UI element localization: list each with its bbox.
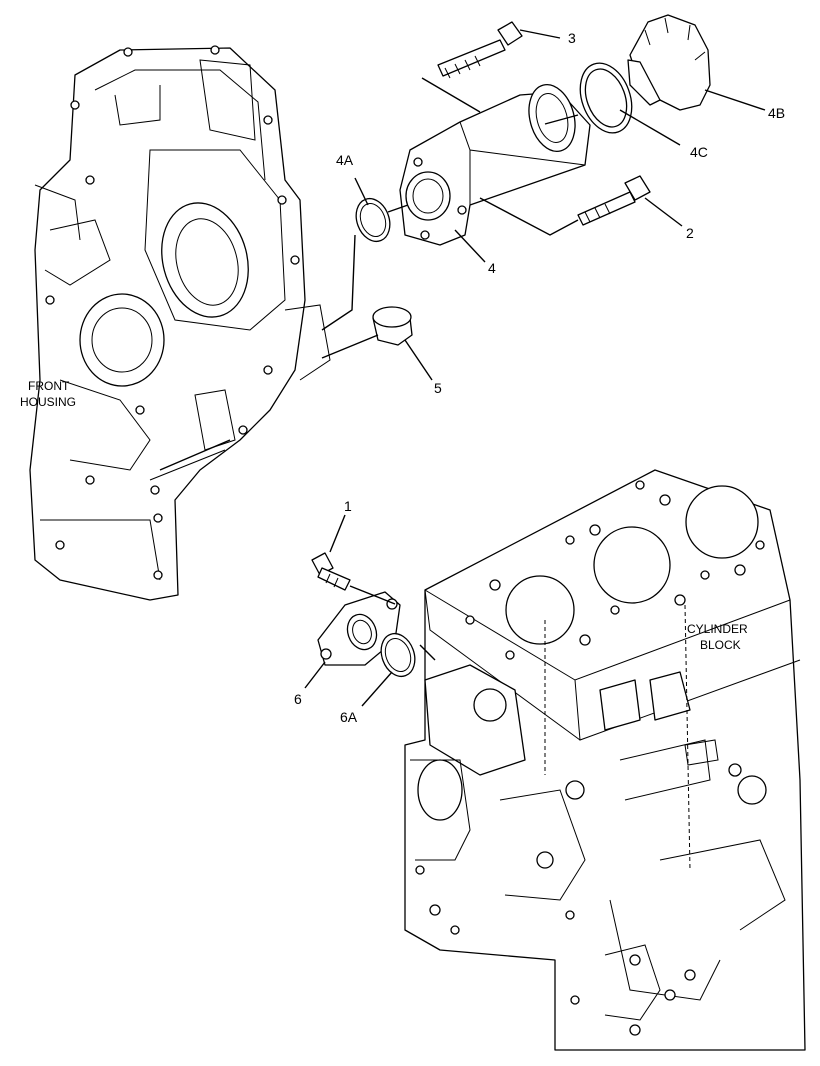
- part-2-bolt: [577, 175, 651, 226]
- callout-part-4a: 4A: [336, 152, 354, 168]
- callout-part-2: 2: [686, 225, 694, 241]
- part-5-plug: [372, 306, 413, 346]
- callout-leaders: [304, 29, 766, 707]
- assembly-lines: [159, 77, 579, 661]
- callout-part-4: 4: [488, 260, 496, 276]
- callout-part-4b: 4B: [768, 105, 785, 121]
- cylinder-block-label-line2: BLOCK: [700, 638, 741, 652]
- part-3-bolt: [437, 21, 523, 79]
- callout-part-6a: 6A: [340, 709, 358, 725]
- callout-part-1: 1: [344, 498, 352, 514]
- cylinder-block-label-line1: CYLINDER: [687, 622, 748, 636]
- part-6a-o-ring: [380, 632, 416, 678]
- cylinder-block: [404, 469, 806, 1051]
- part-1-bolt: [311, 552, 351, 591]
- part-4b-filler-cap: [627, 14, 711, 111]
- front-housing-label-line1: FRONT: [28, 379, 70, 393]
- callout-part-5: 5: [434, 380, 442, 396]
- front-housing-label-line2: HOUSING: [20, 395, 76, 409]
- part-4a-o-ring: [355, 197, 391, 243]
- callout-part-6: 6: [294, 691, 302, 707]
- part-4c-gasket: [579, 62, 633, 134]
- part-6-cover-flange: [317, 591, 401, 666]
- callout-part-4c: 4C: [690, 144, 708, 160]
- front-housing: [29, 45, 331, 601]
- part-4c-seal-ring: [528, 84, 576, 152]
- callout-part-3: 3: [568, 30, 576, 46]
